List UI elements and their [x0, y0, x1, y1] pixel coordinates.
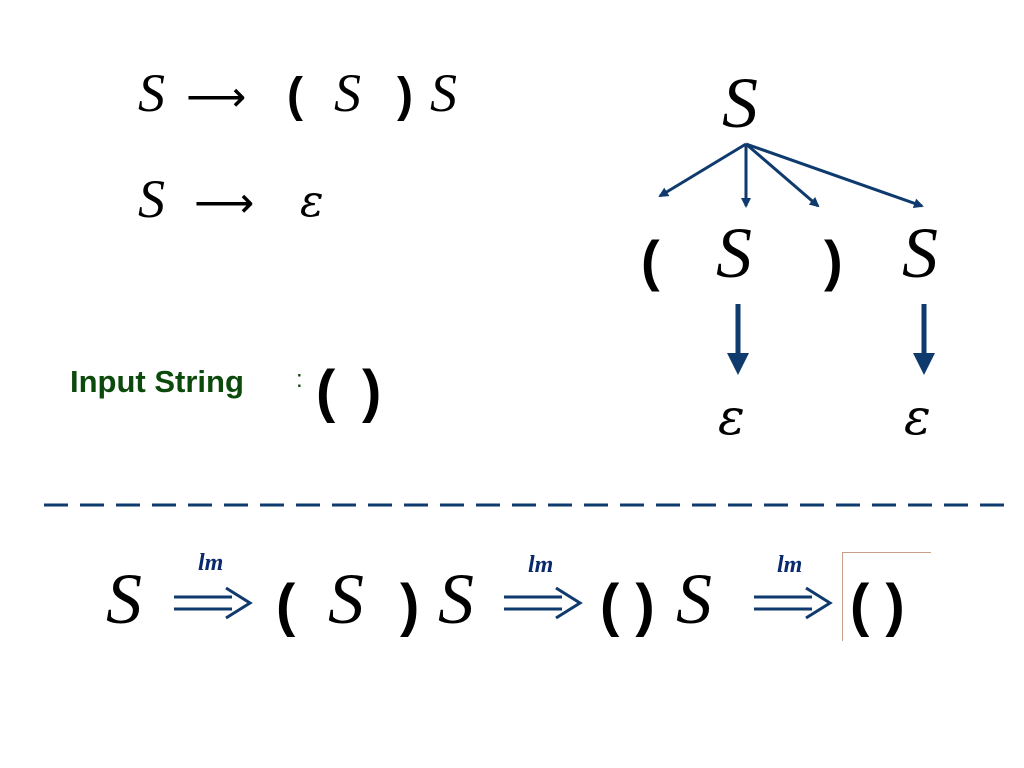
tree-edge-root-open-paren — [658, 142, 747, 198]
tree-root: S — [722, 63, 758, 143]
input-string-colon: : — [296, 366, 303, 393]
form2-parens: ( ) — [600, 573, 655, 638]
rule2-epsilon: ε — [300, 176, 324, 227]
result-box — [842, 552, 931, 641]
tree-leaf-epsilon-2: ε — [904, 388, 931, 446]
form3-parens: ( ) — [850, 573, 905, 638]
lm-label-1: lm — [198, 550, 224, 576]
tree-child-inner-s: S — [716, 213, 752, 293]
derive-arrow-3 — [754, 586, 833, 620]
lm-label-3: lm — [777, 552, 803, 578]
rule1-inner-symbol: S — [334, 63, 361, 123]
tree-edge-root-tail-s — [745, 142, 924, 209]
lm-label-2: lm — [528, 552, 554, 578]
rule1-lhs: S — [138, 63, 165, 123]
rule1-arrow: ⟶ — [186, 72, 247, 121]
rule2-arrow: ⟶ — [194, 178, 255, 227]
form1-close-paren: ) — [400, 573, 420, 638]
input-string-label: Input String — [70, 364, 244, 399]
derivation-start: S — [106, 559, 142, 639]
derive-arrow-2 — [504, 586, 583, 620]
form2-tail-s: S — [676, 559, 712, 639]
rule1-open-paren: ( — [287, 69, 303, 122]
rule1-tail-symbol: S — [430, 63, 457, 123]
derive-arrow-1 — [174, 586, 253, 620]
input-open-paren: ( — [316, 359, 336, 424]
tree-leaf-epsilon-1: ε — [718, 388, 745, 446]
form1-open-paren: ( — [276, 573, 296, 638]
tree-child-close-paren: ) — [824, 229, 843, 292]
rule1-close-paren: ) — [397, 69, 413, 122]
form1-inner-s: S — [328, 559, 364, 639]
rule2-lhs: S — [138, 169, 165, 229]
tree-edge-root-close-paren — [745, 142, 820, 208]
input-close-paren: ) — [362, 359, 382, 424]
form1-tail-s: S — [438, 559, 474, 639]
tree-child-open-paren: ( — [641, 229, 660, 292]
tree-child-tail-s: S — [902, 213, 938, 293]
